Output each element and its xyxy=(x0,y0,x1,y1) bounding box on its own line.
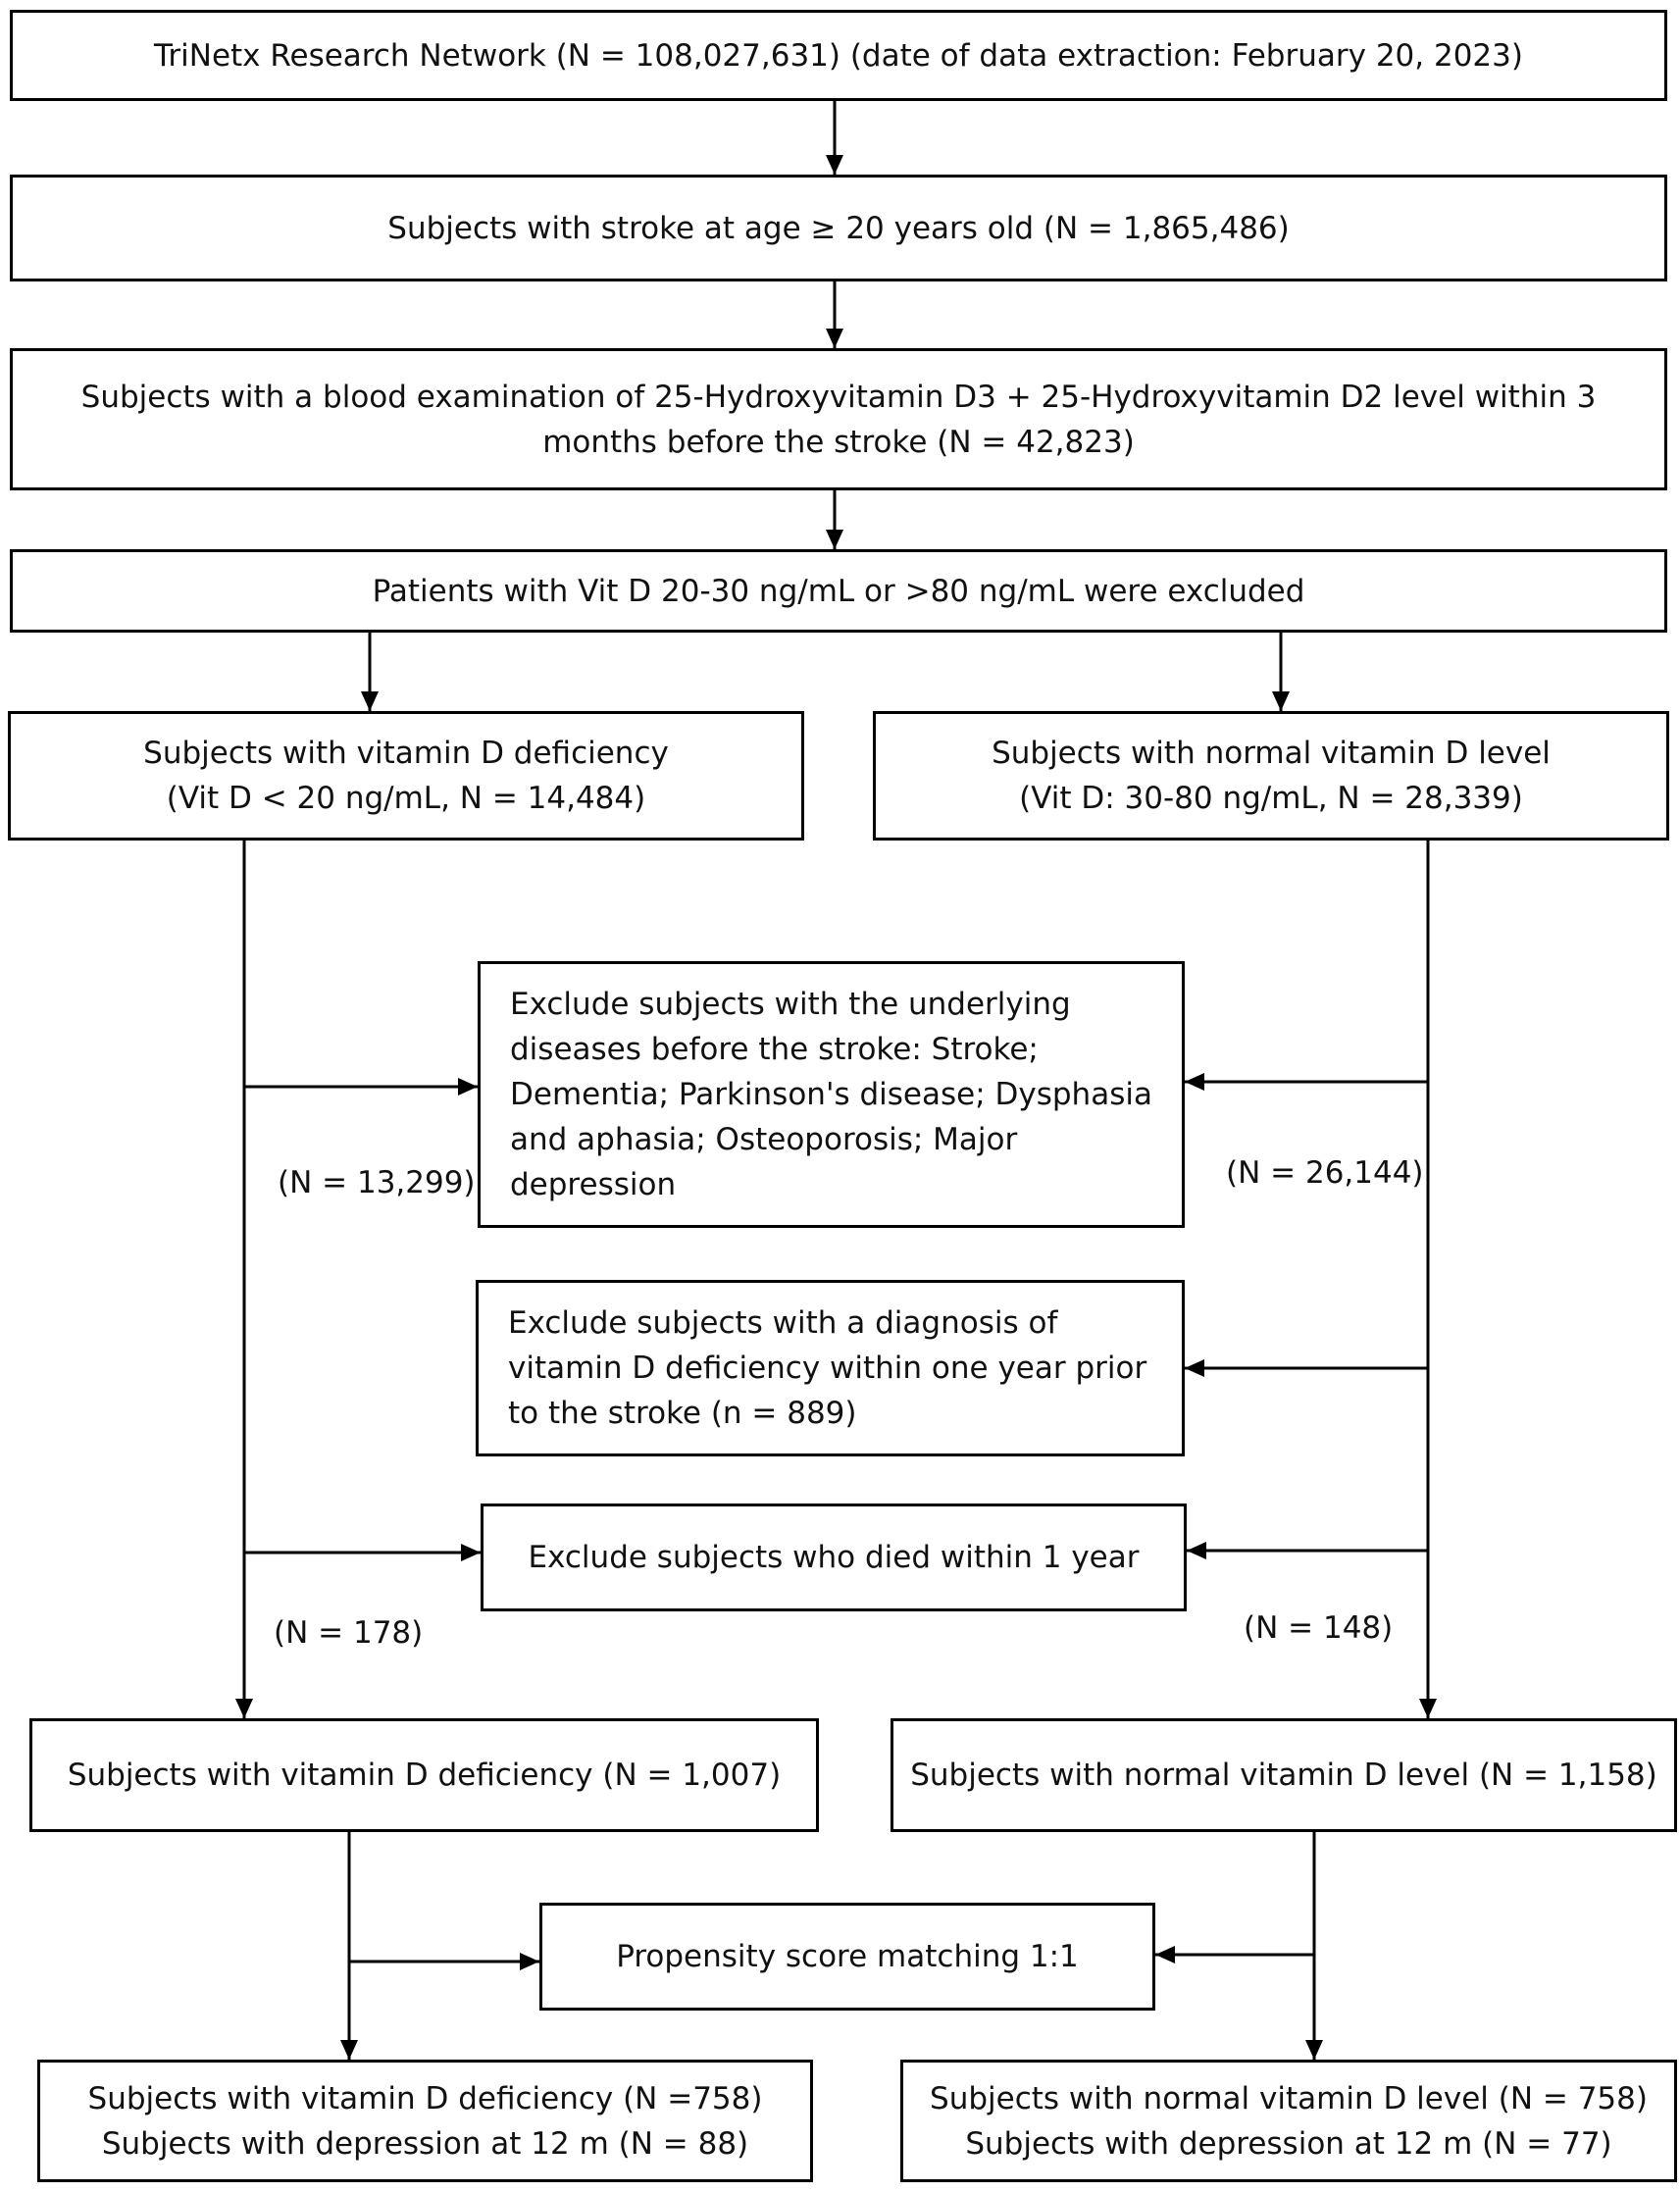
deficiency-matched-line-2: Subjects with depression at 12 m (N = 88… xyxy=(101,2125,749,2162)
stroke-box: Subjects with stroke at age ≥ 20 years o… xyxy=(10,175,1667,281)
right-died-count: (N = 148) xyxy=(1244,1610,1394,1646)
arrow-right-to-psm-head xyxy=(1155,1946,1175,1963)
exclude-diagnosis-line-2: vitamin D deficiency within one year pri… xyxy=(508,1351,1147,1386)
left-died-count: (N = 178) xyxy=(274,1615,424,1651)
exclude-diagnosis-line-3: to the stroke (n = 889) xyxy=(508,1396,857,1431)
exclude-diseases-line-1: Exclude subjects with the underlying xyxy=(510,987,1071,1022)
exclude-diagnosis-box: Exclude subjects with a diagnosis of vit… xyxy=(476,1280,1185,1456)
blood-exam-line-1: Subjects with a blood examination of 25-… xyxy=(80,379,1597,415)
exclude-diagnosis-line-1: Exclude subjects with a diagnosis of xyxy=(508,1305,1058,1341)
left-flow-line-head xyxy=(235,1699,253,1718)
excluded-range-box: Patients with Vit D 20-30 ng/mL or >80 n… xyxy=(10,549,1667,633)
normal-group-line-2: (Vit D: 30-80 ng/mL, N = 28,339) xyxy=(1019,781,1523,816)
normal-group-box: Subjects with normal vitamin D level (Vi… xyxy=(873,711,1669,841)
normal-final-box: Subjects with normal vitamin D level (N … xyxy=(891,1718,1677,1832)
arrow-left-to-psm-head xyxy=(520,1953,539,1970)
psm-line-1: Propensity score matching 1:1 xyxy=(616,1939,1079,1974)
deficiency-matched-line-1: Subjects with vitamin D deficiency (N =7… xyxy=(87,2080,763,2116)
arrow-right-final-to-matched-head xyxy=(1305,2040,1323,2060)
deficiency-group-line-1: Subjects with vitamin D deficiency xyxy=(143,736,669,771)
exclude-diseases-line-3: Dementia; Parkinson's disease; Dysphasia xyxy=(510,1077,1152,1112)
left-diseases-count: (N = 13,299) xyxy=(278,1165,476,1200)
arrow-left-final-to-matched-head xyxy=(340,2040,358,2060)
deficiency-final-box: Subjects with vitamin D deficiency (N = … xyxy=(29,1718,819,1832)
arrow-right-to-diseases-head xyxy=(1185,1073,1204,1091)
exclude-died-line-1: Exclude subjects who died within 1 year xyxy=(528,1540,1140,1575)
arrow-excluded-to-normal-head xyxy=(1272,691,1290,711)
arrow-left-to-died-head xyxy=(461,1544,481,1561)
exclude-diseases-line-4: and aphasia; Osteoporosis; Major xyxy=(510,1122,1018,1157)
exclude-diseases-line-5: depression xyxy=(510,1167,677,1202)
right-flow-line-head xyxy=(1419,1699,1437,1718)
deficiency-group-line-2: (Vit D < 20 ng/mL, N = 14,484) xyxy=(166,781,646,816)
normal-final-line-1: Subjects with normal vitamin D level (N … xyxy=(910,1758,1657,1793)
stroke-line-1: Subjects with stroke at age ≥ 20 years o… xyxy=(387,210,1290,246)
deficiency-group-box: Subjects with vitamin D deficiency (Vit … xyxy=(8,711,804,841)
arrow-excluded-to-deficiency-head xyxy=(361,691,379,711)
blood-exam-box: Subjects with a blood examination of 25-… xyxy=(10,348,1667,490)
arrow-right-to-died-head xyxy=(1187,1542,1206,1559)
arrow-right-to-diagnosis-head xyxy=(1185,1359,1204,1377)
network-line-1: TriNetx Research Network (N = 108,027,63… xyxy=(154,37,1523,74)
arrow-blood-to-excluded-head xyxy=(826,530,843,549)
blood-exam-line-2: months before the stroke (N = 42,823) xyxy=(542,424,1135,460)
normal-group-line-1: Subjects with normal vitamin D level xyxy=(992,736,1551,771)
network-box: TriNetx Research Network (N = 108,027,63… xyxy=(10,10,1667,101)
arrow-network-to-stroke-head xyxy=(826,155,843,175)
deficiency-matched-box: Subjects with vitamin D deficiency (N =7… xyxy=(37,2060,813,2182)
exclude-died-box: Exclude subjects who died within 1 year xyxy=(481,1504,1187,1611)
arrow-stroke-to-blood-head xyxy=(826,329,843,348)
right-diseases-count: (N = 26,144) xyxy=(1226,1155,1424,1191)
normal-matched-box: Subjects with normal vitamin D level (N … xyxy=(900,2060,1677,2182)
normal-matched-line-2: Subjects with depression at 12 m (N = 77… xyxy=(965,2125,1612,2162)
exclude-diseases-box: Exclude subjects with the underlying dis… xyxy=(478,961,1185,1228)
arrow-left-to-diseases-head xyxy=(458,1078,478,1096)
excluded-range-line-1: Patients with Vit D 20-30 ng/mL or >80 n… xyxy=(372,573,1305,609)
deficiency-final-line-1: Subjects with vitamin D deficiency (N = … xyxy=(67,1758,782,1793)
psm-box: Propensity score matching 1:1 xyxy=(539,1903,1155,2011)
normal-matched-line-1: Subjects with normal vitamin D level (N … xyxy=(930,2080,1648,2116)
exclude-diseases-line-2: diseases before the stroke: Stroke; xyxy=(510,1032,1039,1067)
